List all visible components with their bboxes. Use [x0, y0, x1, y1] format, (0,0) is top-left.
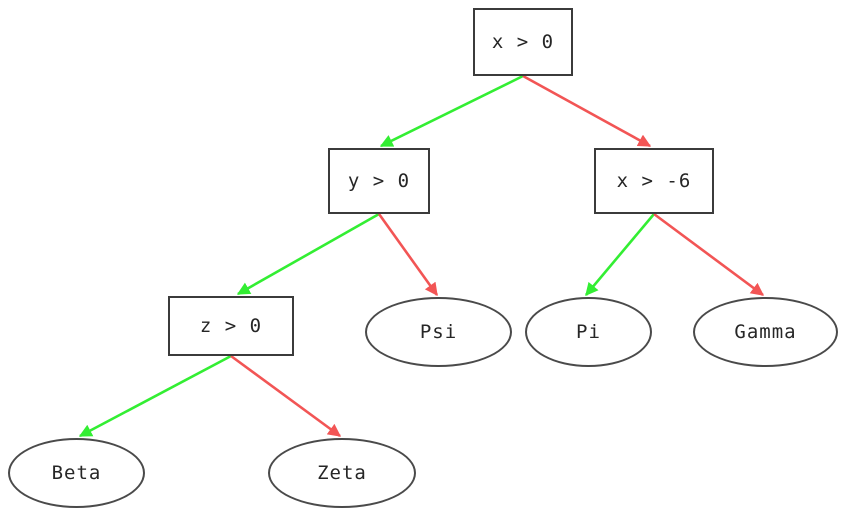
decision-node-y0[interactable]: y > 0: [328, 148, 430, 214]
edge-root-to-y0-true: [379, 74, 524, 148]
decision-node-z0[interactable]: z > 0: [168, 296, 294, 356]
node-label: x > 0: [491, 30, 555, 53]
decision-node-root[interactable]: x > 0: [473, 8, 573, 76]
decision-node-xm6[interactable]: x > -6: [594, 148, 714, 214]
edge-y0-to-psi-false: [377, 213, 439, 297]
leaf-node-beta[interactable]: Beta: [8, 438, 145, 508]
leaf-node-pi[interactable]: Pi: [525, 297, 652, 367]
node-label: Zeta: [317, 461, 367, 484]
node-label: x > -6: [616, 169, 692, 192]
edge-z0-to-zeta-false: [230, 354, 342, 438]
edge-z0-to-beta-true: [78, 354, 232, 438]
node-label: Psi: [419, 320, 458, 343]
edge-y0-to-z0-true: [236, 212, 380, 296]
edge-xm6-to-gamma-false: [653, 212, 765, 297]
node-label: Pi: [576, 320, 601, 343]
leaf-node-zeta[interactable]: Zeta: [268, 438, 416, 508]
node-label: z > 0: [199, 314, 263, 337]
leaf-node-psi[interactable]: Psi: [365, 297, 512, 367]
edge-root-to-xm6-false: [522, 74, 652, 148]
leaf-node-gamma[interactable]: Gamma: [693, 297, 838, 367]
edge-xm6-to-pi-true: [585, 213, 655, 296]
node-label: y > 0: [347, 169, 411, 192]
node-label: Gamma: [734, 320, 797, 343]
node-label: Beta: [51, 461, 102, 484]
